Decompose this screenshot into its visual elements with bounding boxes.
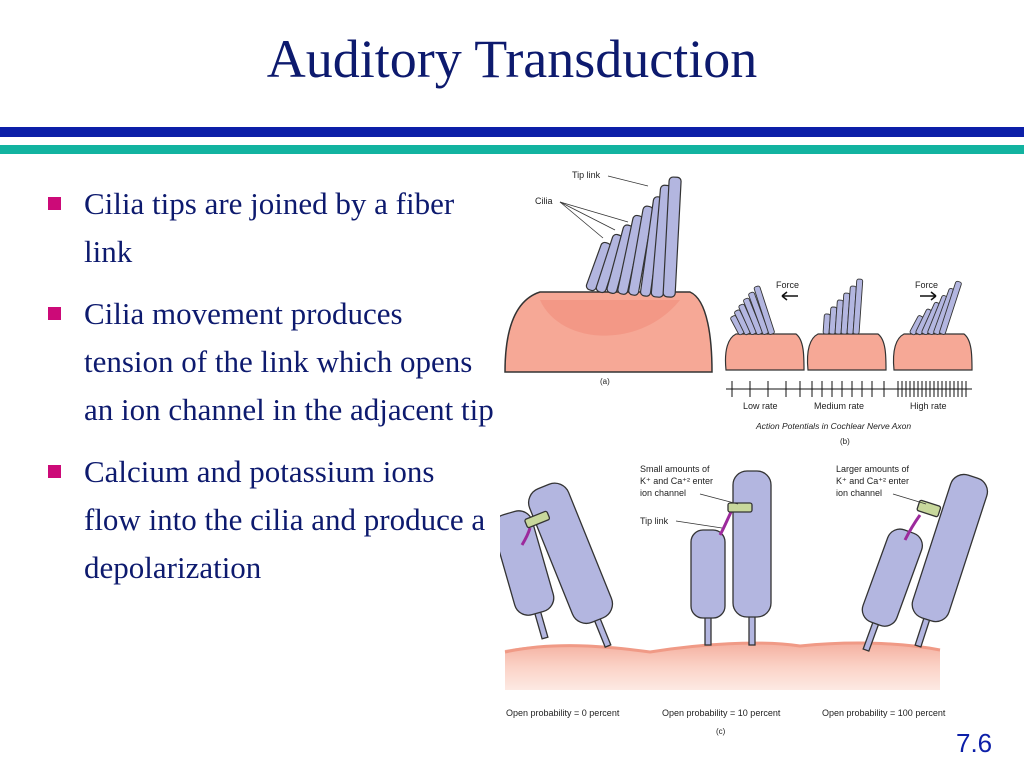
cell-left: Force xyxy=(724,280,805,371)
bullet-square-icon xyxy=(48,307,61,320)
bullet-text: Cilia tips are joined by a fiber link xyxy=(84,186,455,269)
bullet-text: Cilia movement produces tension of the l… xyxy=(84,296,494,427)
hair-cell-figure: Tip link Cilia (a) Force xyxy=(500,170,989,736)
page-number: 7.6 xyxy=(956,728,993,758)
bullet-item: Calcium and potassium ions flow into the… xyxy=(44,448,499,592)
title-divider-blue xyxy=(0,127,1024,137)
panel-c-caption: (c) xyxy=(716,727,726,736)
large-amounts-line2: K⁺ and Ca⁺² enter xyxy=(836,476,909,486)
bullet-square-icon xyxy=(48,197,61,210)
panel-b: Force Force xyxy=(724,278,973,446)
panel-c: Small amounts of K⁺ and Ca⁺² enter ion c… xyxy=(500,464,989,736)
large-amounts-line3: ion channel xyxy=(836,488,882,498)
cilia-pair-closed xyxy=(500,482,614,648)
cilia-label: Cilia xyxy=(535,196,553,206)
panel-a-caption: (a) xyxy=(600,377,610,386)
cilia-bundle xyxy=(585,176,682,298)
tip-link-label-c: Tip link xyxy=(640,516,669,526)
title-divider-teal xyxy=(0,145,1024,154)
tip-link-label: Tip link xyxy=(572,170,601,180)
open-probability-0: Open probability = 0 percent xyxy=(506,708,620,718)
spike-train xyxy=(731,381,967,397)
small-amounts-line3: ion channel xyxy=(640,488,686,498)
medium-rate-label: Medium rate xyxy=(814,401,864,411)
force-label-right: Force xyxy=(915,280,938,290)
bullet-item: Cilia tips are joined by a fiber link xyxy=(44,180,499,276)
force-label-left: Force xyxy=(776,280,799,290)
small-amounts-line1: Small amounts of xyxy=(640,464,710,474)
bullet-item: Cilia movement produces tension of the l… xyxy=(44,290,499,434)
axon-label: Action Potentials in Cochlear Nerve Axon xyxy=(755,421,911,431)
open-probability-10: Open probability = 10 percent xyxy=(662,708,781,718)
cilia-pair-partial xyxy=(690,470,772,646)
bullet-text: Calcium and potassium ions flow into the… xyxy=(84,454,486,585)
panel-a: Tip link Cilia (a) xyxy=(504,170,713,386)
small-amounts-line2: K⁺ and Ca⁺² enter xyxy=(640,476,713,486)
slide-title: Auditory Transduction xyxy=(266,29,758,89)
large-amounts-line1: Larger amounts of xyxy=(836,464,910,474)
bullet-list: Cilia tips are joined by a fiber link Ci… xyxy=(44,180,499,606)
force-arrow-left-icon xyxy=(781,291,798,301)
bullet-square-icon xyxy=(48,465,61,478)
open-probability-100: Open probability = 100 percent xyxy=(822,708,946,718)
cell-middle xyxy=(806,278,887,371)
cilia-pair-open xyxy=(861,473,989,652)
high-rate-label: High rate xyxy=(910,401,947,411)
force-arrow-right-icon xyxy=(920,291,937,301)
low-rate-label: Low rate xyxy=(743,401,778,411)
panel-b-caption: (b) xyxy=(840,437,850,446)
cell-right: Force xyxy=(892,280,973,371)
